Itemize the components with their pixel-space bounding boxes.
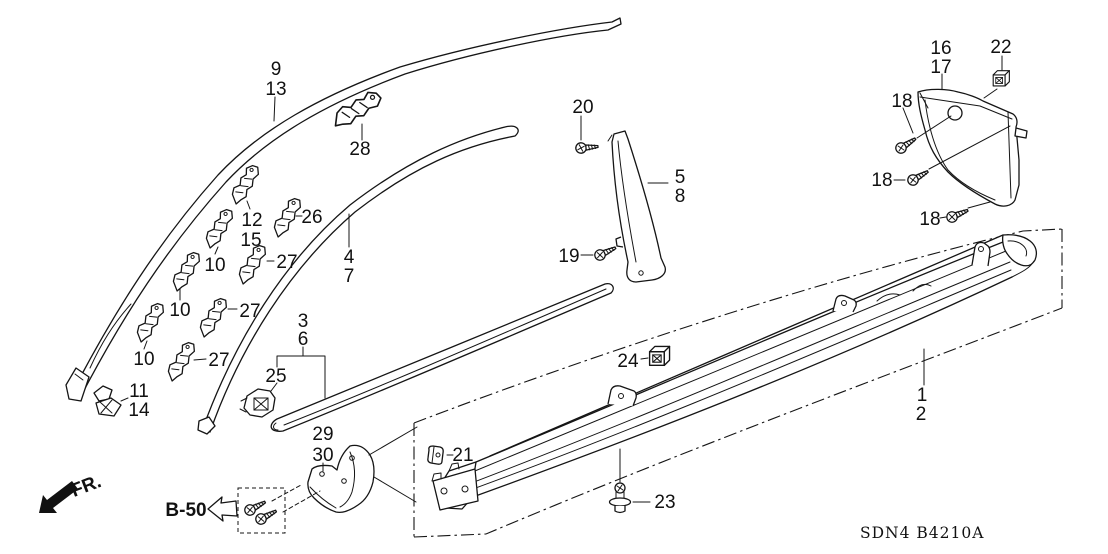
rocker-panel-phantom-outline: [413, 228, 1063, 538]
fr-direction-label: FR.: [68, 471, 104, 502]
callout-1: 1: [917, 385, 928, 406]
callout-27-b: 27: [239, 301, 260, 322]
callout-13: 13: [265, 79, 286, 100]
clip-25: [239, 388, 276, 418]
callout-26: 26: [301, 207, 322, 228]
callout-8: 8: [675, 186, 686, 207]
callout-6: 6: [298, 329, 309, 350]
clip-10-a: [197, 205, 241, 251]
screw-18-c: [944, 204, 971, 225]
clip-27-b: [191, 294, 235, 340]
callout-10-b: 10: [169, 300, 190, 321]
callout-18-a: 18: [891, 91, 912, 112]
screw-b50-lower: [253, 505, 280, 527]
clip-22: [992, 70, 1010, 87]
callout-17: 17: [930, 57, 951, 78]
callout-18-b: 18: [871, 170, 892, 191]
front-door-lower-molding: [270, 282, 614, 432]
callout-9: 9: [271, 59, 282, 80]
callout-25: 25: [265, 366, 286, 387]
callout-30: 30: [312, 445, 333, 466]
callout-labels: 9 13 28 12 15 26 10 27 4 7 10 27 10 27 1…: [128, 37, 1011, 513]
quarter-pillar-garnish: [917, 88, 1028, 207]
side-sill-garnish: [431, 234, 1037, 511]
callout-23: 23: [654, 492, 675, 513]
callout-10-c: 10: [133, 349, 154, 370]
mud-guard: [307, 444, 375, 513]
callout-4: 4: [344, 247, 355, 268]
callout-7: 7: [344, 266, 355, 287]
screw-18-b: [905, 166, 931, 188]
callout-20: 20: [572, 97, 593, 118]
callout-2: 2: [916, 404, 927, 425]
callout-10-a: 10: [204, 255, 225, 276]
callout-29: 29: [312, 424, 333, 445]
callout-14: 14: [128, 400, 150, 421]
callout-19: 19: [558, 246, 579, 267]
callout-27-c: 27: [208, 350, 229, 371]
callout-15: 15: [240, 230, 261, 251]
clip-27-c: [159, 338, 203, 384]
callout-3: 3: [298, 311, 309, 332]
callout-18-c: 18: [919, 209, 940, 230]
b50-reference-label: B-50: [165, 500, 206, 521]
callout-27-a: 27: [276, 252, 297, 273]
callout-16: 16: [930, 38, 951, 59]
screw-18-a: [893, 133, 919, 156]
center-pillar-garnish: [607, 130, 666, 283]
callout-12: 12: [241, 210, 262, 231]
screw-19: [592, 242, 619, 263]
callout-11: 11: [129, 381, 149, 402]
clip-10-c: [128, 299, 172, 345]
callout-21: 21: [452, 445, 473, 466]
callout-22: 22: [990, 37, 1011, 58]
callout-24: 24: [617, 351, 639, 372]
leader-lines: [120, 55, 1011, 513]
screw-20: [574, 140, 600, 155]
clip-23: [608, 482, 632, 514]
clip-24: [648, 345, 671, 367]
door-molding-retainer: [197, 125, 519, 435]
clip-11-14: [93, 385, 122, 417]
callout-5: 5: [675, 167, 686, 188]
callout-28: 28: [349, 139, 370, 160]
b50-dashed-box: [237, 487, 286, 534]
fr-arrow-icon: [39, 481, 78, 513]
clip-10-b: [164, 248, 208, 294]
clip-21: [427, 445, 444, 465]
roof-drip-molding: [65, 17, 622, 402]
b50-arrow-icon: [207, 496, 238, 522]
drawing-code: SDN4 B4210A: [860, 524, 984, 542]
